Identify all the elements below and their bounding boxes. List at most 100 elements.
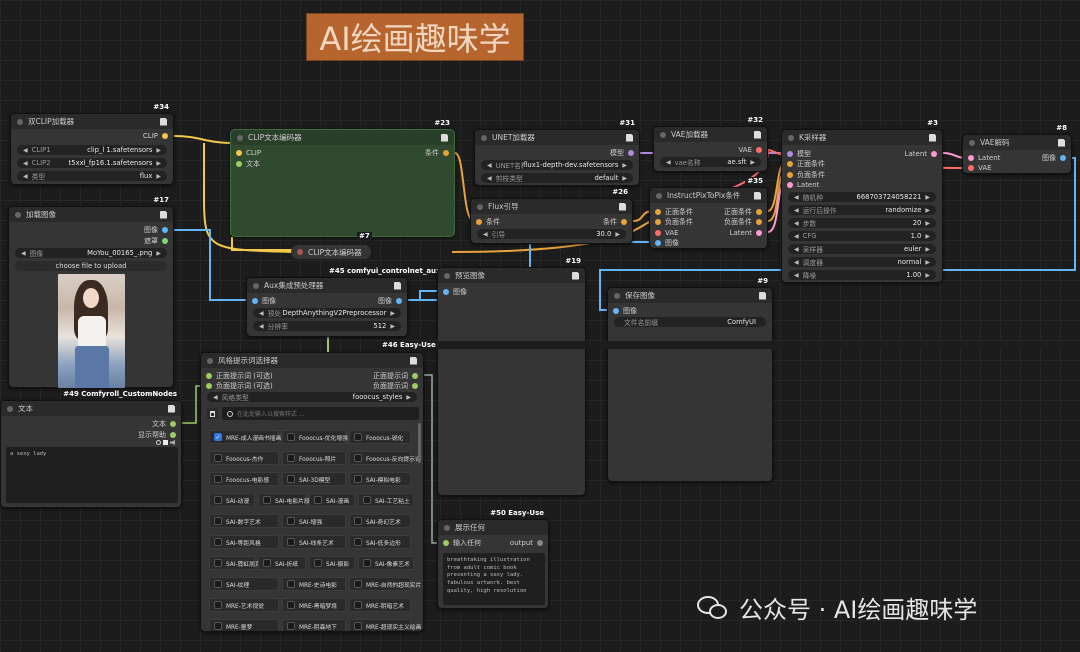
style-tag[interactable]: Fooocus-优化增强 [282, 430, 348, 444]
input-anything[interactable]: 输入任何 [443, 538, 481, 548]
collapse-dot[interactable] [15, 211, 21, 218]
input-negative-prompt[interactable]: 负面提示词 (可选) [206, 381, 273, 391]
style-tag[interactable]: Fooocus-杰作 [209, 451, 279, 465]
node-vae-decode[interactable]: #8 VAE解码 Latent VAE 图像 [962, 124, 1072, 174]
doc-icon[interactable] [929, 133, 936, 142]
style-tag[interactable]: SAI-等距风格 [209, 535, 279, 549]
output-show-help[interactable]: 显示帮助 [138, 430, 176, 440]
doc-icon[interactable] [394, 281, 401, 290]
doc-icon[interactable] [1058, 138, 1065, 147]
input-image[interactable]: 图像 [655, 238, 679, 248]
input-image[interactable]: 图像 [252, 296, 276, 306]
doc-icon[interactable] [572, 271, 579, 280]
doc-icon[interactable] [759, 291, 766, 300]
input-text[interactable]: 文本 [236, 159, 260, 169]
doc-icon[interactable] [441, 133, 448, 142]
scrollbar[interactable] [418, 423, 421, 463]
output-latent[interactable]: Latent [730, 228, 762, 238]
input-image[interactable]: 图像 [443, 287, 467, 297]
output-positive[interactable]: 正面条件 [724, 207, 762, 217]
collapse-dot[interactable] [788, 134, 794, 141]
upload-button[interactable]: choose file to upload [15, 261, 167, 271]
style-tag[interactable]: MRE-噩梦 [209, 619, 279, 631]
input-latent[interactable]: Latent [787, 180, 819, 190]
output-clip[interactable]: CLIP [143, 131, 168, 141]
doc-icon[interactable] [754, 130, 761, 139]
output-positive-prompt[interactable]: 正面提示词 [373, 371, 418, 381]
radio-icon[interactable] [156, 440, 161, 445]
input-positive-prompt[interactable]: 正面提示词 (可选) [206, 371, 273, 381]
input-cond[interactable]: 条件 [476, 217, 500, 227]
collapse-dot[interactable] [969, 139, 975, 146]
node-clip-text-encode-collapsed[interactable]: CLIP文本编码器 [291, 245, 371, 259]
input-clip[interactable]: CLIP [236, 148, 261, 158]
style-tag[interactable]: MRE-阴森地下 [282, 619, 346, 631]
style-tag[interactable]: SAI-数字艺术 [209, 514, 279, 528]
input-latent[interactable]: Latent [968, 153, 1000, 163]
style-tag[interactable]: Fooocus-锐化 [349, 430, 411, 444]
doc-icon[interactable] [626, 133, 633, 142]
style-tag[interactable]: SAI-工艺粘土 [358, 493, 414, 507]
collapse-dot[interactable] [253, 282, 259, 289]
style-tag[interactable]: SAI-霓虹朋克 [209, 556, 261, 570]
speaker-icon[interactable] [170, 440, 175, 445]
doc-icon[interactable] [754, 191, 761, 200]
input-model[interactable]: 模型 [787, 149, 811, 159]
collapse-dot[interactable] [207, 357, 213, 364]
input-image[interactable]: 图像 [613, 306, 637, 316]
output-model[interactable]: 模型 [610, 148, 634, 158]
node-instruct-pix2pix[interactable]: #35 InstructPixToPix条件 正面条件 负面条件 VAE 图像 … [649, 177, 768, 249]
input-negative[interactable]: 负面条件 [787, 170, 825, 180]
collapse-dot[interactable] [237, 134, 243, 141]
output-latent[interactable]: Latent [905, 149, 937, 159]
collapse-dot[interactable] [477, 203, 483, 210]
collapse-dot[interactable] [444, 524, 450, 531]
doc-icon[interactable] [619, 202, 626, 211]
style-tag[interactable]: Fooocus-照片 [282, 451, 346, 465]
output-cond[interactable]: 条件 [425, 148, 449, 158]
output-image[interactable]: 图像 [144, 225, 168, 235]
style-tag[interactable]: Fooocus-电影感 [209, 472, 279, 486]
output-text[interactable]: 文本 [152, 419, 176, 429]
widget-preprocessor[interactable]: ◀预处理器DepthAnythingV2Preprocessor▶ [253, 308, 401, 318]
style-tag[interactable]: MRE-史诗电影 [282, 577, 346, 591]
style-tag[interactable]: SAI-低多边形 [349, 535, 411, 549]
style-tag[interactable]: SAI-线条艺术 [282, 535, 346, 549]
style-tag[interactable]: SAI-模拟电影 [349, 472, 411, 486]
style-tag[interactable]: MRE-超现实主义绘画 [349, 619, 421, 631]
output-any[interactable]: output [510, 538, 543, 548]
style-tag[interactable]: MRE-黑暗梦境 [282, 598, 346, 612]
output-vae[interactable]: VAE [738, 145, 762, 155]
style-tag[interactable]: SAI-3D模型 [282, 472, 346, 486]
style-tag[interactable]: SAI-漫画 [309, 493, 355, 507]
output-image[interactable]: 图像 [1042, 153, 1066, 163]
widget-unet-name[interactable]: ◀UNET名称flux1-depth-dev.safetensors▶ [481, 160, 633, 170]
collapse-dot[interactable] [444, 272, 450, 279]
doc-icon[interactable] [168, 404, 175, 413]
checkbox-icon[interactable] [163, 440, 168, 445]
style-tag[interactable]: SAI-电影片段 [258, 493, 310, 507]
output-negative[interactable]: 负面条件 [724, 217, 762, 227]
input-positive[interactable]: 正面条件 [655, 207, 693, 217]
input-negative[interactable]: 负面条件 [655, 217, 693, 227]
style-tag[interactable]: SAI-折纸 [258, 556, 306, 570]
node-text[interactable]: #49 Comfyroll_CustomNodes 文本 文本 显示帮助 a s… [0, 390, 182, 508]
node-show-any[interactable]: #50 Easy-Use 展示任何 输入任何 output breathtaki… [437, 509, 549, 609]
